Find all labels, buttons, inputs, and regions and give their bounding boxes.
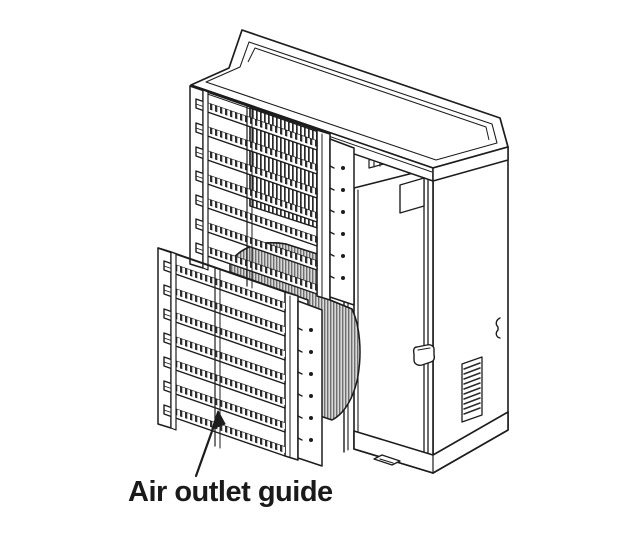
upper-guide-flange (316, 129, 331, 301)
cabinet-body (343, 144, 509, 474)
lower-guide-flange (284, 291, 299, 461)
handle-latch (412, 344, 436, 366)
callout-label: Air outlet guide (128, 476, 333, 508)
upper-guide-slats (195, 98, 318, 295)
lower-flange-ticks (297, 327, 303, 441)
handle-latch-inner (417, 347, 431, 351)
mounting-foot-slot (379, 458, 394, 464)
top-cover-skirt-right (432, 146, 509, 182)
upper-flange-ticks (329, 165, 335, 279)
lower-guide-slats (163, 260, 286, 457)
upper-mounting-flange (329, 138, 355, 306)
side-notch (495, 317, 501, 339)
upper-outlet-guide (189, 85, 355, 306)
lower-flange-screw-holes (309, 328, 313, 442)
lower-outlet-guide[interactable] (157, 247, 323, 467)
mounting-foot (373, 454, 401, 466)
top-cover-inset (205, 41, 498, 161)
upper-flange-screw-holes (341, 166, 345, 280)
callout-leader (194, 410, 226, 478)
top-cover-inset-2 (247, 47, 490, 141)
upper-guide-post (202, 89, 209, 271)
lower-mounting-flange (297, 300, 323, 467)
callout-arrowhead (211, 410, 226, 430)
lower-guide-post (170, 251, 177, 431)
cabinet-panel (353, 167, 434, 474)
vent-grille (461, 356, 483, 423)
